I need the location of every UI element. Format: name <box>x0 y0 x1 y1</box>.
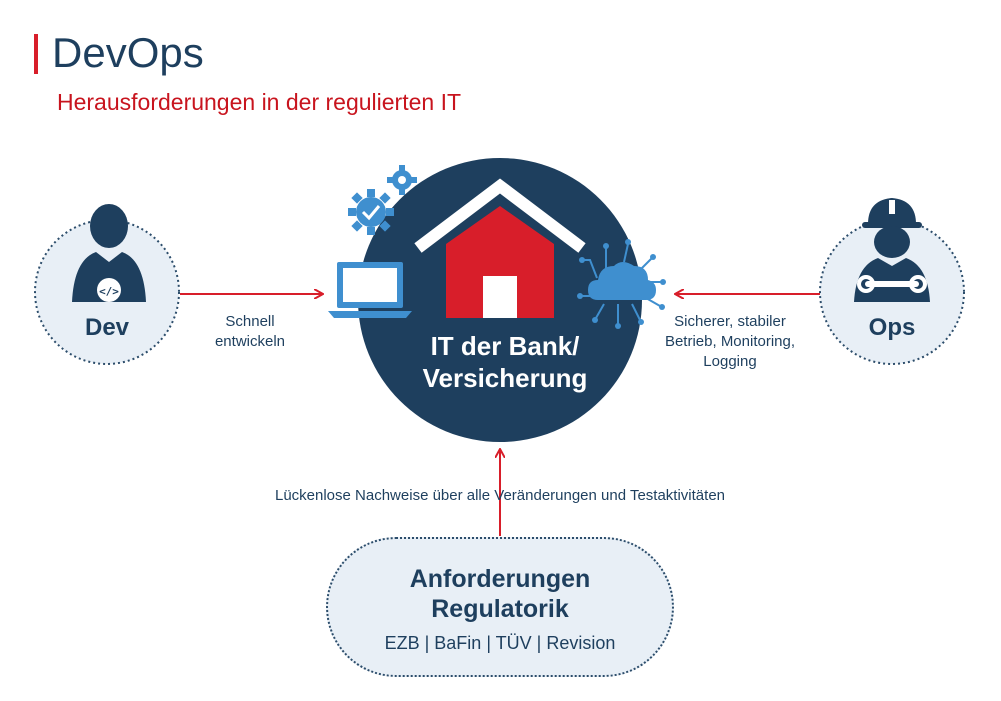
page-subtitle: Herausforderungen in der regulierten IT <box>57 89 462 115</box>
laptop-icon <box>328 262 412 318</box>
ops-arrow-label-line3: Logging <box>703 353 757 370</box>
central-it-label-line1: IT der Bank/ <box>430 331 580 361</box>
dev-arrow-label-line1: Schnell <box>225 313 275 330</box>
page-title: DevOps <box>52 29 204 76</box>
house-icon <box>414 178 586 318</box>
cloud-network-icon <box>577 239 666 329</box>
gear-icon <box>348 189 394 235</box>
regulation-title-line2: Regulatorik <box>431 595 569 623</box>
regulation-authorities: EZB | BaFin | TÜV | Revision <box>384 633 616 653</box>
dev-arrow-label-line2: entwickeln <box>214 333 286 350</box>
ops-arrow-label-line2: Betrieb, Monitoring, <box>664 333 796 350</box>
title-accent-bar <box>34 34 38 74</box>
svg-text:</>: </> <box>99 285 119 298</box>
gear-small-icon <box>387 165 417 195</box>
regulation-arrow-label: Lückenlose Nachweise über alle Veränderu… <box>274 487 726 504</box>
central-it-label: IT der Bank/ Versicherung <box>395 330 615 394</box>
regulation-title: Anforderungen Regulatorik <box>326 564 674 624</box>
ops-arrow-label-line1: Sicherer, stabiler <box>674 313 786 330</box>
ops-arrow-label: Sicherer, stabiler Betrieb, Monitoring, … <box>650 312 810 372</box>
worker-helmet-icon <box>854 198 930 302</box>
developer-icon: </> <box>72 204 146 302</box>
dev-label: Dev <box>84 314 130 341</box>
central-it-label-line2: Versicherung <box>422 363 588 393</box>
regulation-title-line1: Anforderungen <box>409 565 591 593</box>
dev-arrow-label: Schnell entwickeln <box>190 312 310 352</box>
ops-label: Ops <box>868 314 916 341</box>
regulation-node <box>326 537 674 677</box>
